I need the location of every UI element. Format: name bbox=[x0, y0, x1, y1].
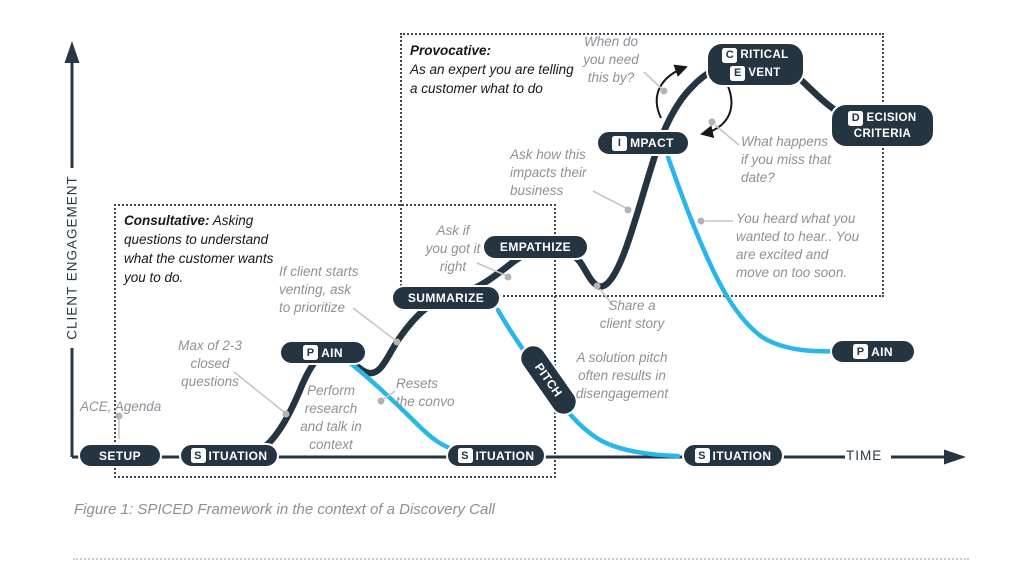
node-decision-label-1: ECISION bbox=[866, 111, 917, 124]
node-situation-label: ITUATION bbox=[208, 448, 268, 463]
spiced-letter-i: I bbox=[612, 135, 628, 151]
node-critical-label-1: RITICAL bbox=[740, 48, 789, 61]
node-situation-label: ITUATION bbox=[475, 448, 535, 463]
x-axis-label: TIME bbox=[846, 448, 883, 463]
consultative-body: Asking questions to understand what the … bbox=[124, 213, 274, 286]
spiced-letter-s: S bbox=[694, 448, 710, 463]
spiced-letter-e: E bbox=[730, 66, 746, 81]
node-impact: I MPACT bbox=[596, 130, 690, 156]
note-you-heard: You heard what you wanted to hear.. You … bbox=[736, 211, 860, 280]
consultative-phase-box bbox=[114, 204, 556, 478]
spiced-letter-p: P bbox=[303, 345, 319, 360]
node-setup: SETUP bbox=[78, 443, 162, 468]
spiced-letter-s: S bbox=[190, 448, 206, 463]
note-resets-convo: Resets the convo bbox=[396, 376, 455, 409]
spiced-letter-p: P bbox=[853, 344, 869, 359]
node-critical-label-2: VENT bbox=[748, 66, 781, 79]
figure-caption: Figure 1: SPICED Framework in the contex… bbox=[74, 501, 495, 518]
spiced-letter-s: S bbox=[457, 448, 473, 463]
y-axis-label: CLIENT ENGAGEMENT bbox=[64, 175, 80, 340]
note-perform-research: Perform research and talk in context bbox=[300, 383, 362, 452]
node-critical-event: C RITICAL E VENT bbox=[706, 42, 805, 87]
note-solution-pitch: A solution pitch often results in diseng… bbox=[575, 350, 669, 401]
node-impact-label: MPACT bbox=[630, 136, 674, 150]
node-empathize: EMPATHIZE bbox=[482, 234, 589, 260]
note-ace-agenda: ACE, Agenda bbox=[80, 399, 162, 414]
note-max-questions: Max of 2-3 closed questions bbox=[178, 338, 242, 389]
note-ask-if-right: Ask if you got it right bbox=[425, 223, 481, 274]
node-summarize-label: SUMMARIZE bbox=[407, 291, 485, 305]
note-ask-how-impacts: Ask how this impacts their business bbox=[510, 147, 587, 198]
node-situation-label: ITUATION bbox=[712, 448, 772, 463]
node-situation-2: S ITUATION bbox=[446, 443, 546, 468]
node-decision-criteria: D ECISION CRITERIA bbox=[830, 103, 935, 148]
y-axis bbox=[64, 41, 80, 457]
node-situation-1: S ITUATION bbox=[179, 443, 279, 468]
node-summarize: SUMMARIZE bbox=[391, 285, 501, 311]
note-share-client-story: Share a client story bbox=[599, 298, 665, 331]
provocative-phase-label: Provocative: As an expert you are tellin… bbox=[410, 41, 578, 98]
provocative-body: As an expert you are telling a customer … bbox=[410, 62, 574, 97]
bottom-dotted-divider bbox=[73, 558, 969, 560]
node-situation-3: S ITUATION bbox=[682, 443, 784, 468]
node-setup-label: SETUP bbox=[98, 448, 141, 463]
node-pain-label: AIN bbox=[871, 344, 893, 359]
note-if-client-venting: If client starts venting, ask to priorit… bbox=[279, 264, 359, 315]
provocative-title: Provocative: bbox=[410, 43, 492, 58]
note-when-do-you-need: When do you need this by? bbox=[583, 34, 639, 85]
node-pain-2: P AIN bbox=[830, 339, 916, 364]
spiced-letter-c: C bbox=[722, 48, 738, 63]
node-pain-label: AIN bbox=[321, 345, 343, 360]
node-pain-1: P AIN bbox=[279, 340, 367, 365]
consultative-phase-label: Consultative: Asking questions to unders… bbox=[124, 211, 284, 288]
consultative-title: Consultative: bbox=[124, 213, 210, 228]
provocative-phase-box bbox=[400, 33, 884, 297]
node-empathize-label: EMPATHIZE bbox=[499, 240, 572, 254]
spiced-letter-d: D bbox=[848, 110, 864, 126]
node-decision-label-2: CRITERIA bbox=[853, 127, 912, 140]
annotation-connectors bbox=[115, 71, 740, 439]
note-what-happens: What happens if you miss that date? bbox=[741, 134, 832, 185]
